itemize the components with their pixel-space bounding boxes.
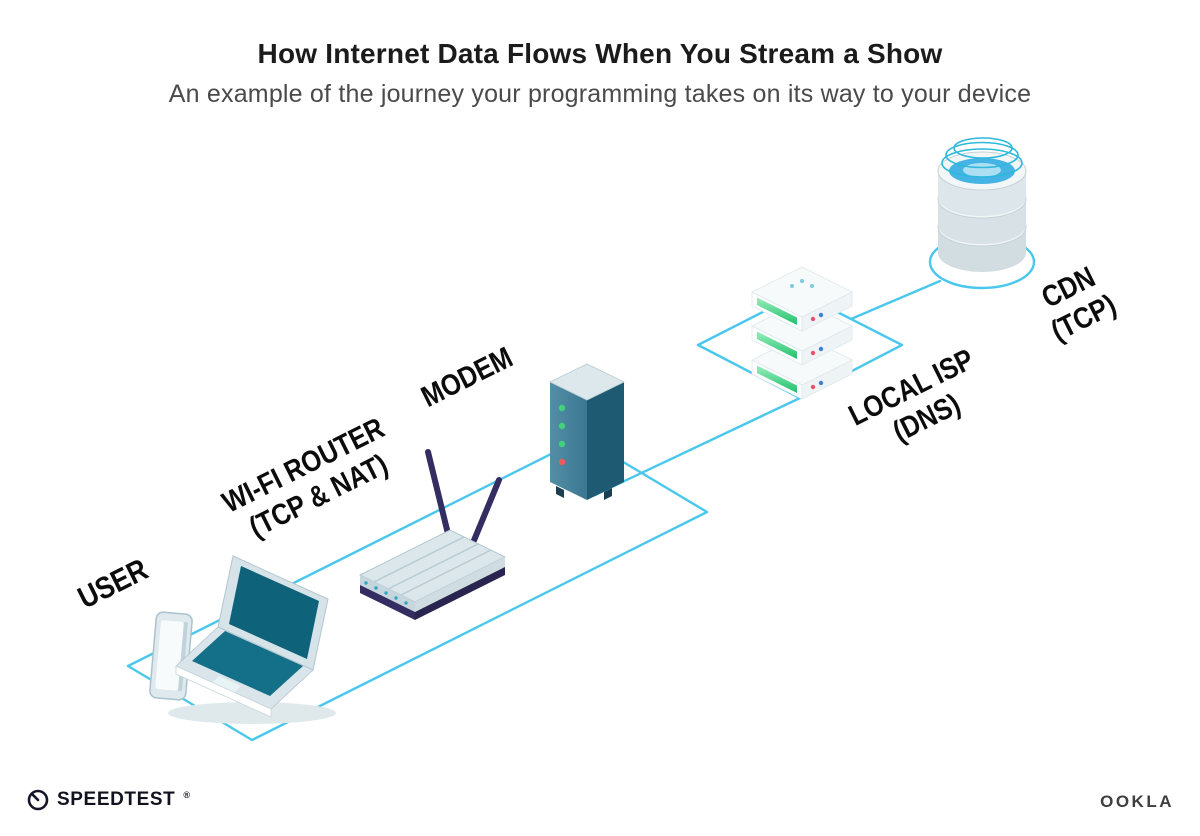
router-led-lights <box>364 581 408 605</box>
speedtest-wordmark: SPEEDTEST <box>57 789 176 810</box>
modem-top <box>549 363 625 401</box>
router-vent-slats <box>373 536 492 596</box>
router-antenna-left <box>425 449 453 545</box>
laptop-screen <box>229 566 319 659</box>
database-cylinders-icon <box>937 137 1027 272</box>
modem-led-lights <box>558 404 566 466</box>
modem-icon <box>549 363 625 500</box>
laptop-icon <box>175 555 329 718</box>
server-stack-icon <box>751 266 853 400</box>
diagram-subtitle: An example of the journey your programmi… <box>168 80 1032 108</box>
cdn-coil-rings <box>941 137 1023 178</box>
speedtest-trademark: ® <box>183 790 191 800</box>
modem-to-isp-path <box>593 396 802 497</box>
router-base-left <box>360 585 415 620</box>
smartphone-icon <box>149 611 193 701</box>
modem-foot-right <box>604 488 612 500</box>
server-unit <box>751 266 853 332</box>
ookla-logo: OOKLA <box>1100 792 1174 812</box>
isp-to-cdn-path <box>849 279 942 321</box>
laptop-touchpad <box>209 676 241 696</box>
router-antenna-right <box>467 477 502 553</box>
laptop-keyboard <box>192 631 303 696</box>
server-vent-dots <box>790 279 814 288</box>
modem-side <box>587 382 624 500</box>
modem-front <box>550 382 587 500</box>
speedtest-logo: SPEEDTEST ® <box>26 788 191 812</box>
laptop-shadow <box>168 702 336 724</box>
smartphone-and-laptop-icon <box>149 555 336 724</box>
router-base-right <box>415 567 505 620</box>
laptop-front-edge <box>175 665 272 718</box>
speedtest-gauge-icon <box>27 789 49 811</box>
wifi-router-icon <box>358 449 507 620</box>
ookla-wordmark: OOKLA <box>1100 792 1174 811</box>
router-side-right <box>415 557 505 612</box>
modem-foot-left <box>556 486 564 498</box>
diagram-title: How Internet Data Flows When You Stream … <box>257 38 943 69</box>
